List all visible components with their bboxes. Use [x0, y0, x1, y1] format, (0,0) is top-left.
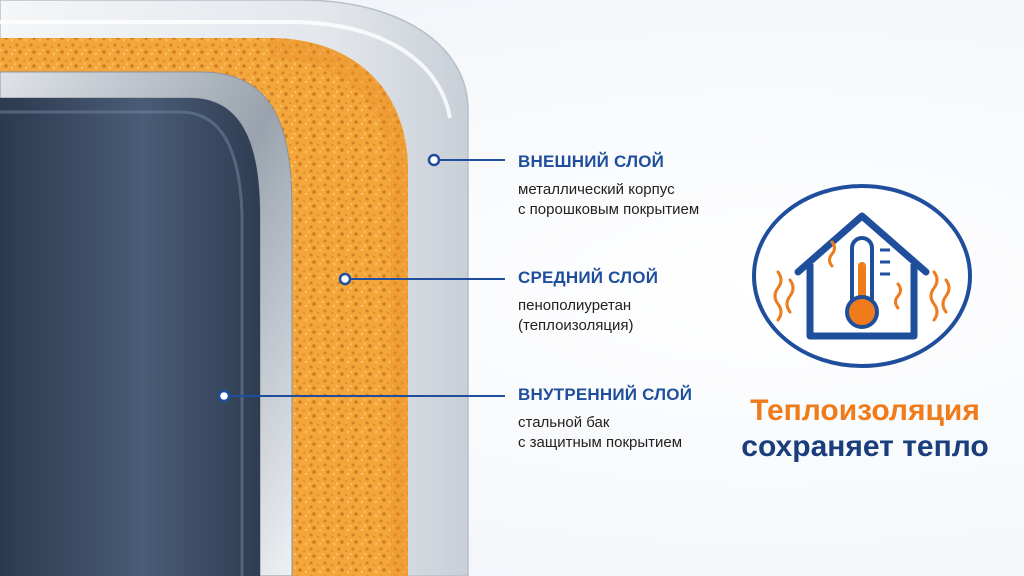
label-inner-layer: ВНУТРЕННИЙ СЛОЙ стальной бак с защитным … [518, 385, 692, 453]
inner-layer-desc: стальной бак с защитным покрытием [518, 413, 692, 453]
label-middle-layer: СРЕДНИЙ СЛОЙ пенополиуретан (теплоизоляц… [518, 268, 658, 336]
house-thermometer-icon [748, 180, 976, 372]
inner-layer-title: ВНУТРЕННИЙ СЛОЙ [518, 385, 692, 405]
inner-layer-desc-line2: с защитным покрытием [518, 433, 692, 453]
middle-layer-desc-line2: (теплоизоляция) [518, 316, 658, 336]
headline: Теплоизоляция сохраняет тепло [720, 393, 1010, 465]
leader-middle-dot [340, 274, 350, 284]
outer-layer-desc: металлический корпус с порошковым покрыт… [518, 180, 699, 220]
outer-layer-desc-line2: с порошковым покрытием [518, 200, 699, 220]
outer-layer-desc-line1: металлический корпус [518, 180, 699, 200]
headline-line2: сохраняет тепло [720, 429, 1010, 465]
outer-layer-title: ВНЕШНИЙ СЛОЙ [518, 152, 699, 172]
inner-tank [0, 98, 260, 576]
leader-inner-dot [219, 391, 229, 401]
middle-layer-desc: пенополиуретан (теплоизоляция) [518, 296, 658, 336]
headline-line1: Теплоизоляция [720, 393, 1010, 429]
label-outer-layer: ВНЕШНИЙ СЛОЙ металлический корпус с поро… [518, 152, 699, 220]
inner-layer-desc-line1: стальной бак [518, 413, 692, 433]
middle-layer-title: СРЕДНИЙ СЛОЙ [518, 268, 658, 288]
leader-outer-dot [429, 155, 439, 165]
middle-layer-desc-line1: пенополиуретан [518, 296, 658, 316]
